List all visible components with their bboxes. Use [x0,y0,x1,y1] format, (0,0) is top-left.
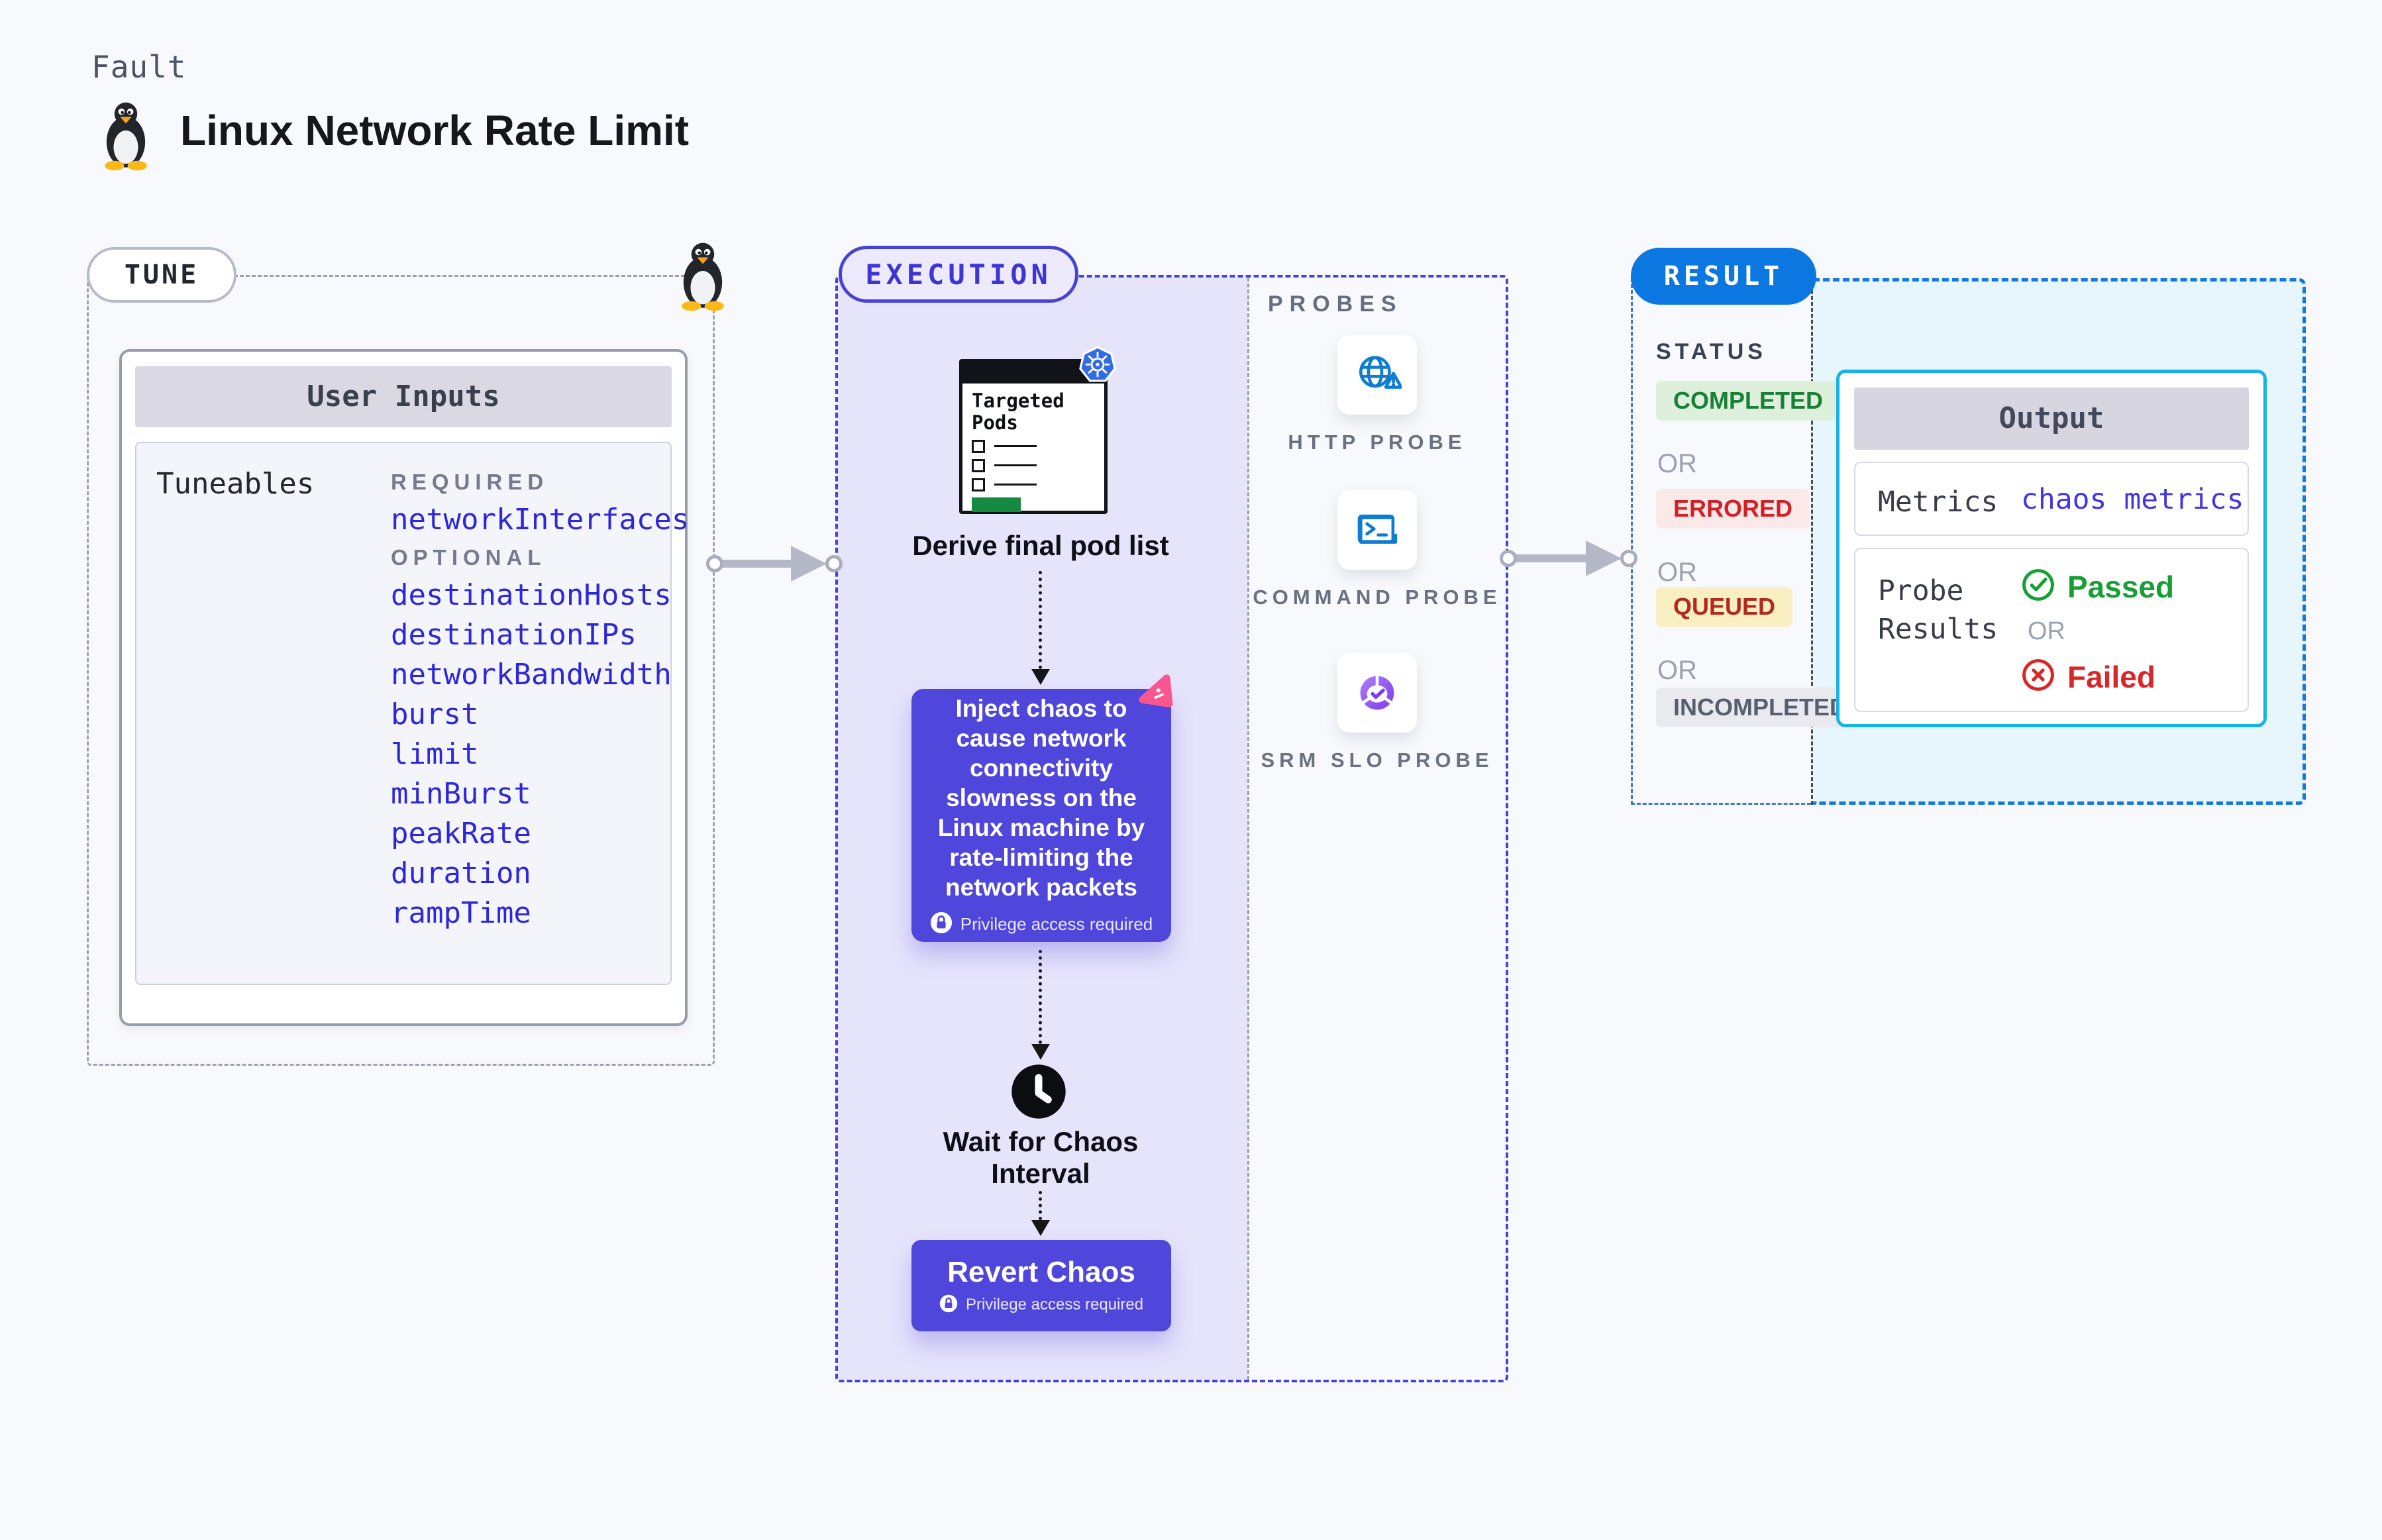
failed-result: Failed [2021,658,2174,695]
metrics-label: Metrics [1878,486,1998,519]
optional-label: OPTIONAL [391,545,546,570]
probe-results-label: Probe Results [1878,574,1998,646]
linux-penguin-icon [97,101,155,174]
tuneables-list: REQUIRED networkInterfaces OPTIONAL dest… [391,464,689,933]
slo-gauge-icon [1337,653,1417,733]
tuneables-label: Tuneables [156,467,315,501]
probe-srm-slo: SRM SLO PROBE [1246,653,1508,774]
status-output-divider [1811,278,1813,805]
wait-interval-step: Wait for Chaos Interval [943,1126,1139,1190]
probe-http: HTTP PROBE [1246,335,1508,456]
tuneables-card: Tuneables REQUIRED networkInterfaces OPT… [135,442,689,985]
pod-list-item [962,439,1104,453]
derive-pod-list-step: Derive final pod list [912,530,1169,561]
flow-connector [1039,571,1042,669]
param-destinationHosts: destinationHosts [391,578,672,612]
or-label: OR [1657,558,1697,587]
terminal-icon [1337,490,1417,570]
param-peakRate: peakRate [391,817,531,850]
metrics-value: chaos metrics [2021,483,2244,516]
param-duration: duration [391,856,531,890]
output-card: Output Metrics chaos metrics Probe Resul… [1836,370,2267,727]
passed-result: Passed [2021,568,2174,605]
param-burst: burst [391,697,479,731]
status-badge-incompleted: INCOMPLETED [1656,688,1865,727]
user-inputs-header: User Inputs [135,366,672,427]
pod-list-item [962,478,1104,491]
privilege-note: Privilege access required [930,911,1153,937]
status-label: STATUS [1656,339,1767,364]
pod-list-item [962,458,1104,472]
revert-chaos-step: Revert Chaos Privilege access required [911,1240,1171,1331]
lock-icon [930,911,953,937]
probe-results-row: Probe Results Passed OR [1854,548,2249,712]
or-label: OR [1657,449,1697,478]
status-badge-queued: QUEUED [1656,587,1793,627]
targeted-pods-title: Targeted Pods [972,389,1064,435]
flow-connector [1039,1191,1042,1220]
param-rampTime: rampTime [391,896,531,930]
or-label: OR [2028,617,2065,645]
metrics-row: Metrics chaos metrics [1854,462,2249,536]
status-badge-errored: ERRORED [1656,489,1810,529]
flow-arrowhead [1031,669,1050,685]
probes-divider [1247,278,1249,1380]
fault-kicker: Fault [91,49,187,85]
param-networkInterfaces: networkInterfaces [391,503,690,537]
kubernetes-icon [1078,346,1117,387]
status-badge-completed: COMPLETED [1656,381,1841,421]
linux-penguin-icon-small [673,241,733,315]
probe-command: COMMAND PROBE [1246,490,1508,611]
inject-chaos-text: Inject chaos to cause network connectivi… [937,694,1145,901]
required-label: REQUIRED [391,470,549,494]
inject-chaos-step: Inject chaos to cause network connectivi… [911,689,1171,942]
flow-arrowhead [1031,1044,1050,1060]
check-circle-icon [2021,568,2055,605]
flow-connector [1039,950,1042,1044]
param-destinationIPs: destinationIPs [391,618,637,652]
param-limit: limit [391,737,479,771]
result-pill: RESULT [1631,248,1816,305]
execution-pill: EXECUTION [839,246,1078,303]
clock-icon [1010,1062,1068,1124]
param-networkBandwidth: networkBandwidth [391,658,672,692]
privilege-note: Privilege access required [939,1294,1143,1316]
flow-arrowhead [1031,1220,1050,1236]
probe-results-values: Passed OR Failed [2021,568,2174,695]
targeted-pods-card: Targeted Pods [959,359,1108,514]
or-label: OR [1657,656,1697,685]
x-circle-icon [2021,658,2055,695]
tune-pill: TUNE [87,247,236,303]
output-header: Output [1854,387,2249,450]
page-title: Linux Network Rate Limit [180,107,690,154]
param-minBurst: minBurst [391,777,531,811]
lock-icon [939,1294,958,1316]
chaos-icon [1133,673,1174,717]
user-inputs-card: User Inputs Tuneables REQUIRED networkIn… [119,349,689,1026]
revert-chaos-text: Revert Chaos [947,1255,1135,1288]
probes-label: PROBES [1268,291,1403,317]
globe-warning-icon [1337,335,1417,415]
pod-progress-bar [972,497,1021,512]
tune-section [87,275,715,1066]
